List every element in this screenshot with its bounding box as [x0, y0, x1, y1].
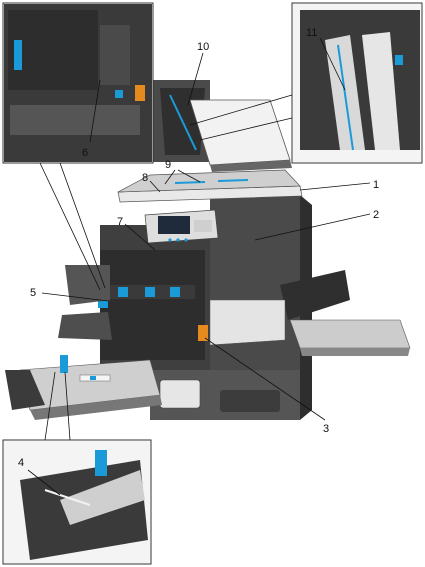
- callout-7: 7: [117, 216, 123, 228]
- inset-bottom-left: [2, 439, 152, 565]
- front-door-toner-area: [58, 250, 208, 360]
- callout-5: 5: [30, 287, 36, 299]
- control-panel: [144, 209, 219, 244]
- callout-6: 6: [82, 147, 88, 159]
- inset-top-left: [2, 2, 154, 164]
- callout-4: 4: [18, 457, 24, 469]
- callout-8: 8: [142, 172, 148, 184]
- document-feeder: [117, 80, 303, 203]
- callout-3: 3: [323, 423, 329, 435]
- callout-11: 11: [306, 27, 317, 39]
- callout-10: 10: [197, 41, 209, 53]
- inset-top-right: [291, 2, 423, 164]
- callout-1: 1: [373, 179, 379, 191]
- right-side-door: [209, 270, 411, 356]
- callout-2: 2: [373, 209, 379, 221]
- paper-tray: [5, 355, 162, 420]
- leader-lines: [27, 37, 371, 496]
- callout-labels: 1 2 3 4 5 6 7 8 9 10 11: [18, 27, 379, 469]
- callout-9: 9: [165, 159, 171, 171]
